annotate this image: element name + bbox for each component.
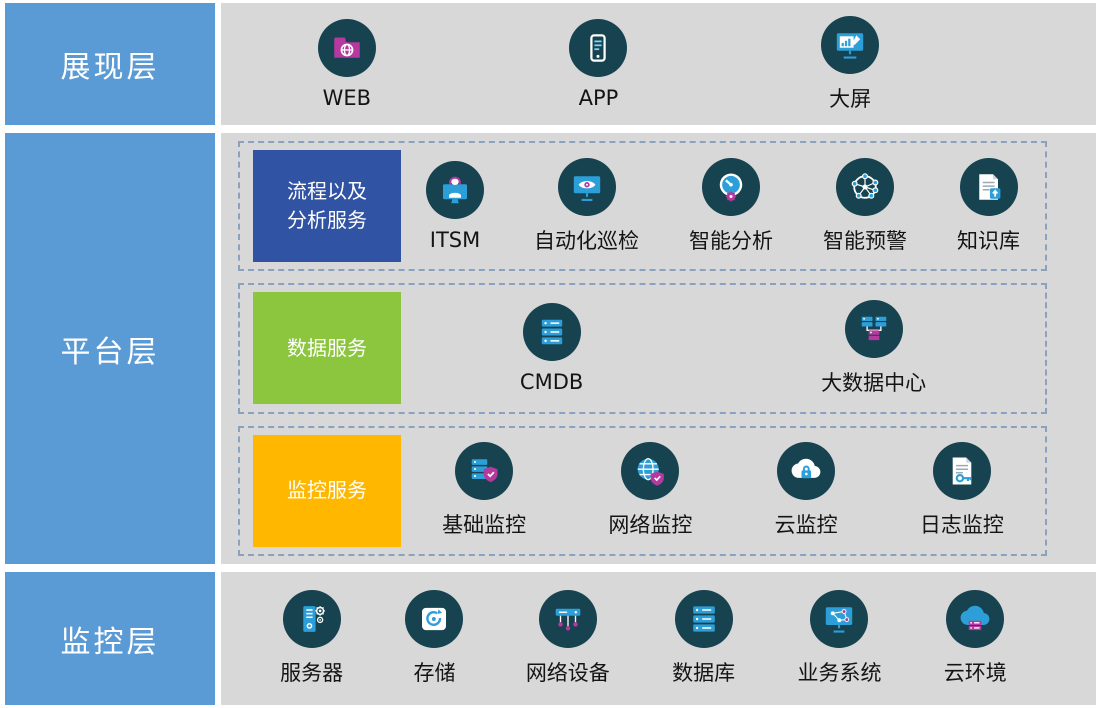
log-monitoring-icon (932, 442, 991, 501)
item-cmdb: CMDB (519, 302, 584, 394)
item-label: 业务系统 (797, 661, 882, 685)
monitoring-layer-label: 监控层 (5, 572, 215, 705)
item-label: 存储 (413, 661, 456, 685)
monitoring-services-group: 监控服务 (238, 425, 1047, 556)
item-big-data-center: 大数据中心 (821, 299, 927, 397)
item-label: 网络设备 (525, 661, 610, 685)
database-icon (674, 590, 733, 648)
process-analysis-group: 流程以及 分析服务 ITSM (238, 141, 1047, 272)
item-smart-warning: 智能预警 (823, 157, 907, 255)
data-services-group-label: 数据服务 (253, 292, 401, 405)
item-basic-monitoring: 基础监控 (442, 442, 526, 539)
presentation-layer-label: 展现层 (5, 3, 215, 125)
item-label: 服务器 (280, 661, 344, 685)
monitoring-services-items: 基础监控 网络监控 (401, 442, 1045, 539)
knowledge-base-icon (959, 157, 1018, 216)
web-icon (317, 18, 376, 77)
monitoring-layer-content: 服务器 存储 (221, 572, 1096, 705)
business-system-icon (810, 590, 869, 648)
data-services-group: 数据服务 (238, 283, 1047, 414)
itsm-icon (426, 160, 484, 219)
item-label: CMDB (519, 369, 584, 394)
item-label: 云环境 (943, 661, 1007, 685)
monitoring-services-group-label: 监控服务 (253, 434, 401, 547)
auto-inspection-icon (557, 157, 616, 216)
item-business-system: 业务系统 (797, 590, 881, 687)
server-icon (282, 590, 341, 648)
storage-icon (405, 590, 464, 648)
item-auto-inspection: 自动化巡检 (534, 157, 639, 255)
item-itsm: ITSM (426, 160, 484, 252)
item-label: 知识库 (957, 228, 1020, 253)
cmdb-icon (522, 302, 581, 361)
big-screen-icon (821, 15, 880, 74)
item-cloud-monitoring: 云监控 (775, 442, 838, 539)
item-label: 大数据中心 (821, 370, 927, 395)
item-label: 数据库 (672, 661, 736, 685)
item-knowledge-base: 知识库 (957, 157, 1020, 255)
item-web: WEB (317, 18, 376, 110)
data-services-items: CMDB (401, 299, 1045, 397)
smart-analysis-icon (702, 157, 760, 216)
item-label: WEB (322, 85, 372, 110)
item-big-screen: 大屏 (821, 15, 880, 113)
item-label: 智能预警 (823, 228, 907, 253)
item-label: 智能分析 (689, 228, 773, 253)
platform-layer-band: 平台层 流程以及 分析服务 (5, 133, 1096, 564)
item-server: 服务器 (280, 590, 343, 687)
item-label: ITSM (429, 227, 481, 252)
network-monitoring-icon (621, 442, 680, 501)
item-log-monitoring: 日志监控 (920, 442, 1004, 539)
item-database: 数据库 (672, 590, 735, 687)
item-label: 日志监控 (919, 513, 1004, 538)
process-analysis-group-label: 流程以及 分析服务 (253, 150, 401, 263)
item-label: 自动化巡检 (534, 228, 639, 253)
item-label: 基础监控 (442, 513, 527, 538)
platform-layer-content: 流程以及 分析服务 ITSM (221, 133, 1096, 564)
app-icon (569, 18, 628, 77)
item-app: APP (569, 18, 628, 110)
item-network-device: 网络设备 (526, 590, 610, 687)
presentation-layer-content: WEB APP (221, 3, 1096, 125)
item-label: 大屏 (829, 86, 872, 111)
smart-warning-icon (836, 157, 894, 216)
item-label: 云监控 (774, 513, 838, 538)
presentation-layer-band: 展现层 WEB (5, 3, 1096, 125)
network-device-icon (538, 590, 597, 648)
process-analysis-items: ITSM 自动化巡检 (401, 157, 1045, 255)
item-network-monitoring: 网络监控 (608, 442, 692, 539)
item-cloud-environment: 云环境 (944, 590, 1007, 687)
platform-layer-label: 平台层 (5, 133, 215, 564)
cloud-monitoring-icon (777, 442, 836, 501)
cloud-environment-icon (946, 590, 1005, 648)
item-storage: 存储 (405, 590, 464, 687)
item-smart-analysis: 智能分析 (689, 157, 773, 255)
item-label: APP (578, 85, 619, 110)
monitoring-layer-band: 监控层 服务器 (5, 572, 1096, 705)
big-data-center-icon (844, 299, 903, 358)
item-label: 网络监控 (608, 513, 693, 538)
basic-monitoring-icon (455, 442, 514, 501)
